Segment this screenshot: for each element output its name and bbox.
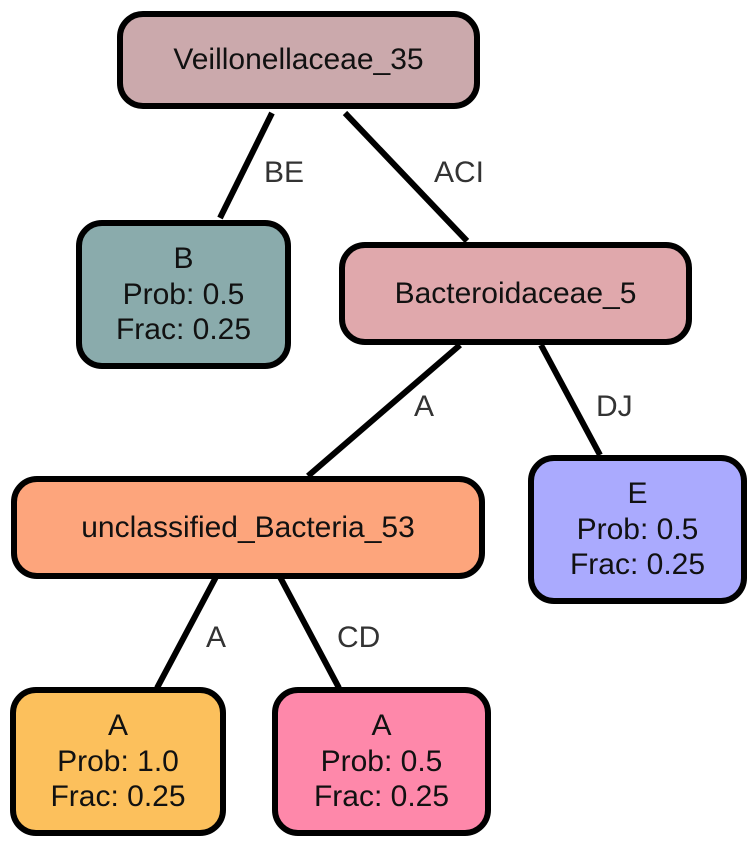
node-label: unclassified_Bacteria_53 <box>81 510 415 544</box>
leaf-frac: Frac: 0.25 <box>313 780 450 814</box>
edge-root-to-b <box>217 111 275 220</box>
leaf-frac: Frac: 0.25 <box>50 780 186 814</box>
node-label: Bacteroidaceae_5 <box>394 276 637 310</box>
edge-label-a-leaf: A <box>206 621 227 654</box>
leaf-frac: Frac: 0.25 <box>115 313 252 347</box>
leaf-name: A <box>371 709 392 743</box>
leaf-name: B <box>173 242 194 276</box>
leaf-prob: Prob: 1.0 <box>57 744 179 778</box>
leaf-node-a2: A Prob: 0.5 Frac: 0.25 <box>272 687 491 836</box>
edge-label-a-mid: A <box>414 390 435 423</box>
leaf-name: E <box>627 477 648 511</box>
leaf-node-a1: A Prob: 1.0 Frac: 0.25 <box>10 687 226 836</box>
leaf-frac: Frac: 0.25 <box>569 548 706 582</box>
edge-root-to-bacteroidaceae <box>342 110 470 244</box>
leaf-name: A <box>107 709 128 743</box>
edge-unclassified-to-a2 <box>277 575 342 690</box>
edge-label-dj: DJ <box>596 390 633 423</box>
node-veillonellaceae: Veillonellaceae_35 <box>117 11 480 109</box>
leaf-node-b: B Prob: 0.5 Frac: 0.25 <box>76 220 291 369</box>
node-unclassified-bacteria: unclassified_Bacteria_53 <box>11 476 485 579</box>
leaf-prob: Prob: 0.5 <box>122 277 245 311</box>
leaf-node-e: E Prob: 0.5 Frac: 0.25 <box>528 455 747 604</box>
node-label: Veillonellaceae_35 <box>173 43 424 77</box>
leaf-prob: Prob: 0.5 <box>320 744 443 778</box>
node-bacteroidaceae: Bacteroidaceae_5 <box>339 242 692 345</box>
edge-label-cd: CD <box>337 621 381 654</box>
edge-unclassified-to-a1 <box>154 575 219 690</box>
edge-label-be: BE <box>264 156 305 189</box>
leaf-prob: Prob: 0.5 <box>576 512 699 546</box>
edge-label-aci: ACI <box>434 156 485 189</box>
edge-bacteroidaceae-to-e <box>538 343 603 457</box>
edge-bacteroidaceae-to-unclassified <box>306 342 462 479</box>
